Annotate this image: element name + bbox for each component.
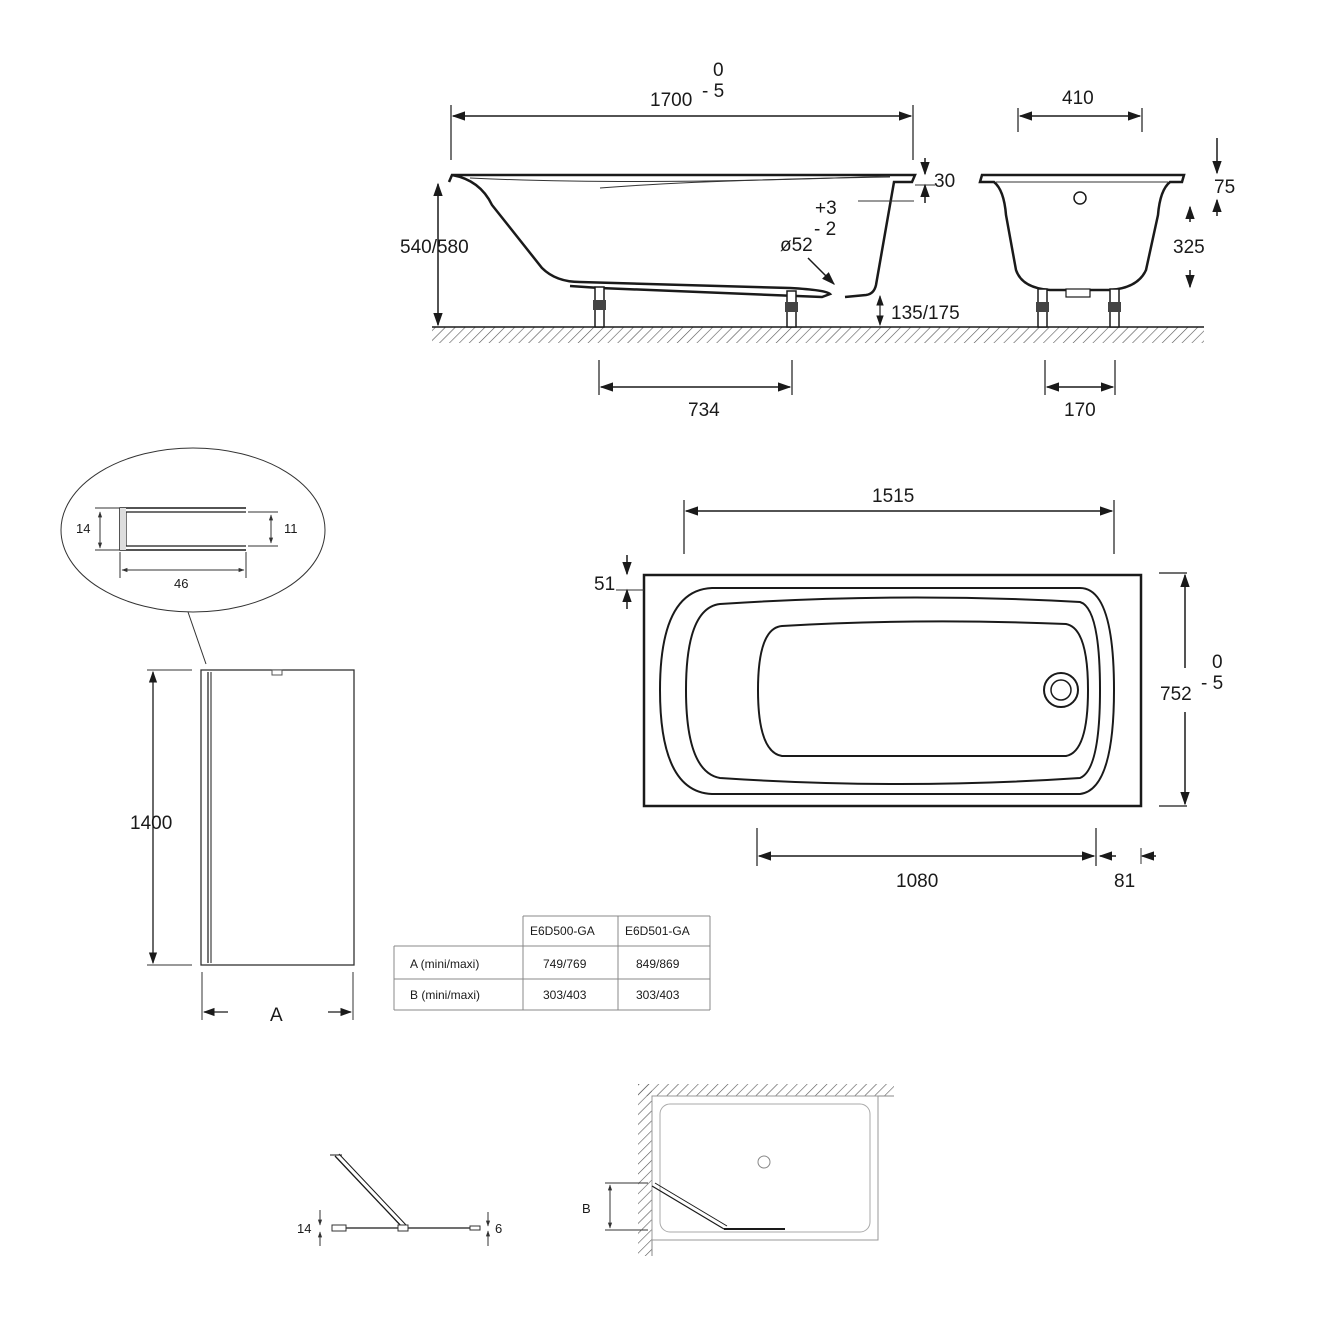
plan-width-label: 752 [1160, 684, 1192, 705]
drain-outer [1043, 672, 1079, 708]
drain-inner [1050, 679, 1072, 701]
plan-view: 1515 51 752 0 - 5 1080 81 [594, 486, 1223, 892]
table-header-col1: E6D500-GA [530, 924, 595, 938]
end-view: 410 75 325 170 [978, 88, 1235, 421]
profile-detail: 14 11 46 [60, 447, 326, 665]
table-cell: 303/403 [543, 988, 587, 1002]
drain-tol-top: +3 [815, 198, 837, 219]
floor-hatch [432, 327, 1204, 343]
drain-offset-label: 81 [1114, 871, 1135, 892]
plan-outer-rim [642, 573, 1143, 808]
table-cell: 303/403 [636, 988, 680, 1002]
height-label: 540/580 [400, 237, 469, 258]
end-depth-label: 325 [1173, 237, 1205, 258]
hinge-right-label: 6 [495, 1221, 502, 1236]
screen-height-label: 1400 [130, 813, 172, 834]
table-row-label: A (mini/maxi) [410, 957, 479, 971]
table-row-label: B (mini/maxi) [410, 988, 480, 1002]
dimension-table: E6D500-GA E6D501-GA A (mini/maxi) 749/76… [393, 915, 711, 1011]
inner-length-label: 1515 [872, 486, 914, 507]
table-cell: 849/869 [636, 957, 680, 971]
install-b-label: B [582, 1201, 591, 1216]
install-plan: B [582, 1084, 894, 1256]
leg-spacing-label: 734 [688, 400, 720, 421]
end-leg-spacing-label: 170 [1064, 400, 1096, 421]
length-label: 1700 [650, 90, 692, 111]
hinge-detail: 14 6 [297, 1153, 502, 1246]
bottom-length-label: 1080 [896, 871, 938, 892]
edge-label: 51 [594, 574, 615, 595]
side-tub-outline [447, 173, 917, 299]
profile-inner-label: 11 [284, 521, 298, 536]
overflow-hole [1073, 191, 1087, 205]
shower-screen: 1400 A [130, 669, 355, 1026]
drain-dia-label: ø52 [780, 235, 813, 256]
end-top-label: 75 [1214, 177, 1235, 198]
plan-width-tol-top: 0 [1212, 652, 1223, 673]
detail-ellipse [60, 447, 326, 613]
clearance-label: 135/175 [891, 303, 960, 324]
screen-width-label: A [270, 1005, 283, 1026]
profile-length-label: 46 [174, 576, 188, 591]
drain-tol-bottom: - 2 [814, 219, 836, 240]
table-cell: 749/769 [543, 957, 587, 971]
plan-width-tol-bottom: - 5 [1201, 673, 1223, 694]
table-header-col2: E6D501-GA [625, 924, 690, 938]
end-width-label: 410 [1062, 88, 1094, 109]
length-tol-top: 0 [713, 60, 724, 81]
length-tol-bottom: - 5 [702, 81, 724, 102]
hinge-left-label: 14 [297, 1221, 311, 1236]
install-drain [757, 1155, 771, 1169]
install-tub [651, 1095, 879, 1241]
rim-label: 30 [934, 171, 955, 192]
side-view: 1700 0 - 5 540/580 30 +3 - 2 ø52 135/175… [400, 60, 1204, 421]
profile-outer-label: 14 [76, 521, 90, 536]
screen-panel [200, 669, 355, 966]
